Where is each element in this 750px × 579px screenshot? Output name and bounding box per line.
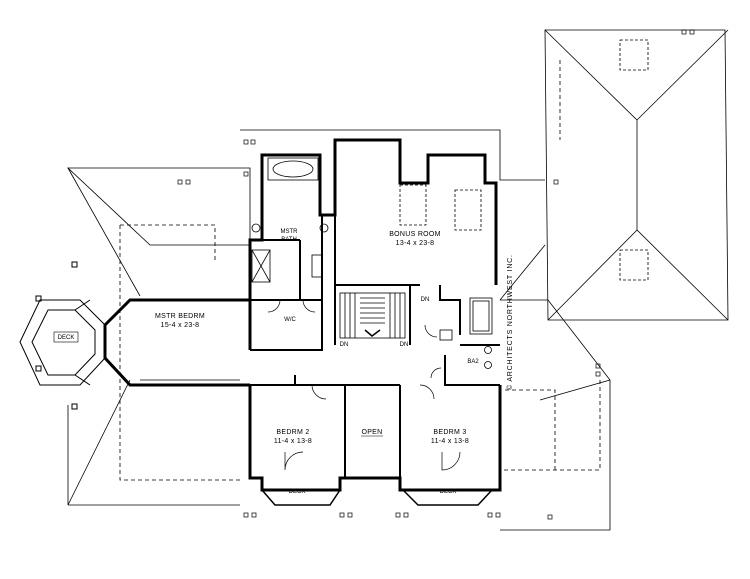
ba2-name: BA2	[467, 359, 479, 365]
deck-bottom-left-name: DECK	[289, 489, 306, 495]
interior-walls	[250, 215, 500, 478]
bonus-room-name: BONUS ROOM	[389, 231, 441, 238]
stair-dn-1: DN	[340, 342, 349, 348]
bonus-room-dims: 13-4 x 23-8	[396, 240, 435, 247]
stairs	[339, 292, 406, 339]
bedrm3-name: BEDRM 3	[433, 429, 466, 436]
open-name: OPEN	[361, 429, 382, 436]
stair-dn-3: DN	[421, 297, 430, 303]
stair-dn-2: DN	[400, 342, 409, 348]
wic-name: W/C	[284, 317, 296, 323]
deck-bottom-right-name: DECK	[440, 489, 457, 495]
architect-credit: © ARCHITECTS NORTHWEST INC.	[506, 254, 514, 390]
mstr-bath-name-1: MSTR	[281, 229, 299, 235]
bay-decks	[261, 489, 493, 506]
mstr-bedrm-dims: 15-4 x 23-8	[161, 322, 200, 329]
hex-deck-left	[19, 261, 106, 410]
bedrm3-dims: 11-4 x 13-8	[431, 438, 469, 445]
column-markers	[177, 29, 695, 520]
deck-left-name: DECK	[58, 335, 75, 341]
bath-fixtures	[251, 157, 493, 369]
door-swings	[267, 299, 461, 471]
bedrm2-dims: 11-4 x 13-8	[274, 438, 312, 445]
roof-lines	[66, 29, 729, 531]
bedrm2-name: BEDRM 2	[276, 429, 309, 436]
deck-left-frame	[53, 331, 79, 343]
mstr-bath-name-2: BATH	[281, 237, 297, 243]
mstr-bedrm-name: MSTR BEDRM	[155, 313, 205, 320]
